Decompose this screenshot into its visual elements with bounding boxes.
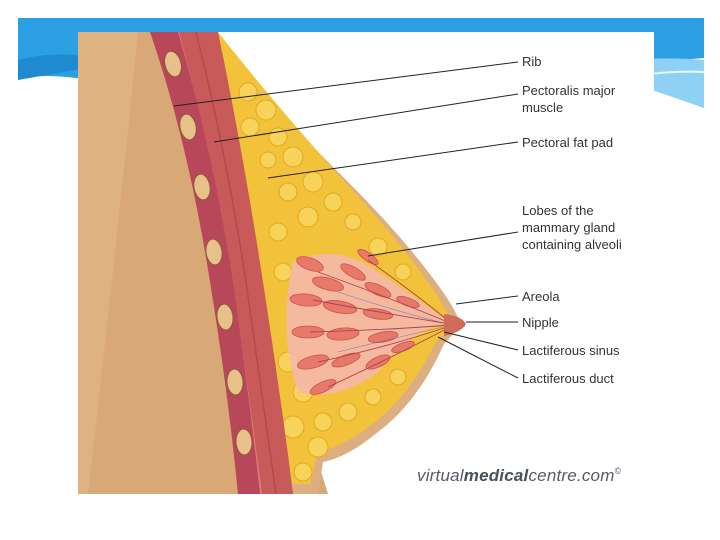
watermark-part-virtual: virtual bbox=[417, 466, 464, 485]
label-lactiferous-duct: Lactiferous duct bbox=[522, 370, 614, 387]
label-areola: Areola bbox=[522, 288, 560, 305]
watermark-part-medical: medical bbox=[464, 466, 529, 485]
label-pectoralis-major: Pectoralis major muscle bbox=[522, 82, 615, 116]
watermark-logo: virtualmedicalcentre.com© bbox=[417, 466, 621, 486]
label-nipple: Nipple bbox=[522, 314, 559, 331]
label-rib: Rib bbox=[522, 53, 542, 70]
breast-anatomy-figure: Rib Pectoralis major muscle Pectoral fat… bbox=[78, 32, 654, 494]
label-mammary-lobes: Lobes of the mammary gland containing al… bbox=[522, 202, 622, 253]
watermark-part-centre: centre.com bbox=[528, 466, 614, 485]
watermark-copyright: © bbox=[615, 466, 622, 476]
label-pectoral-fat-pad: Pectoral fat pad bbox=[522, 134, 613, 151]
label-lactiferous-sinus: Lactiferous sinus bbox=[522, 342, 620, 359]
